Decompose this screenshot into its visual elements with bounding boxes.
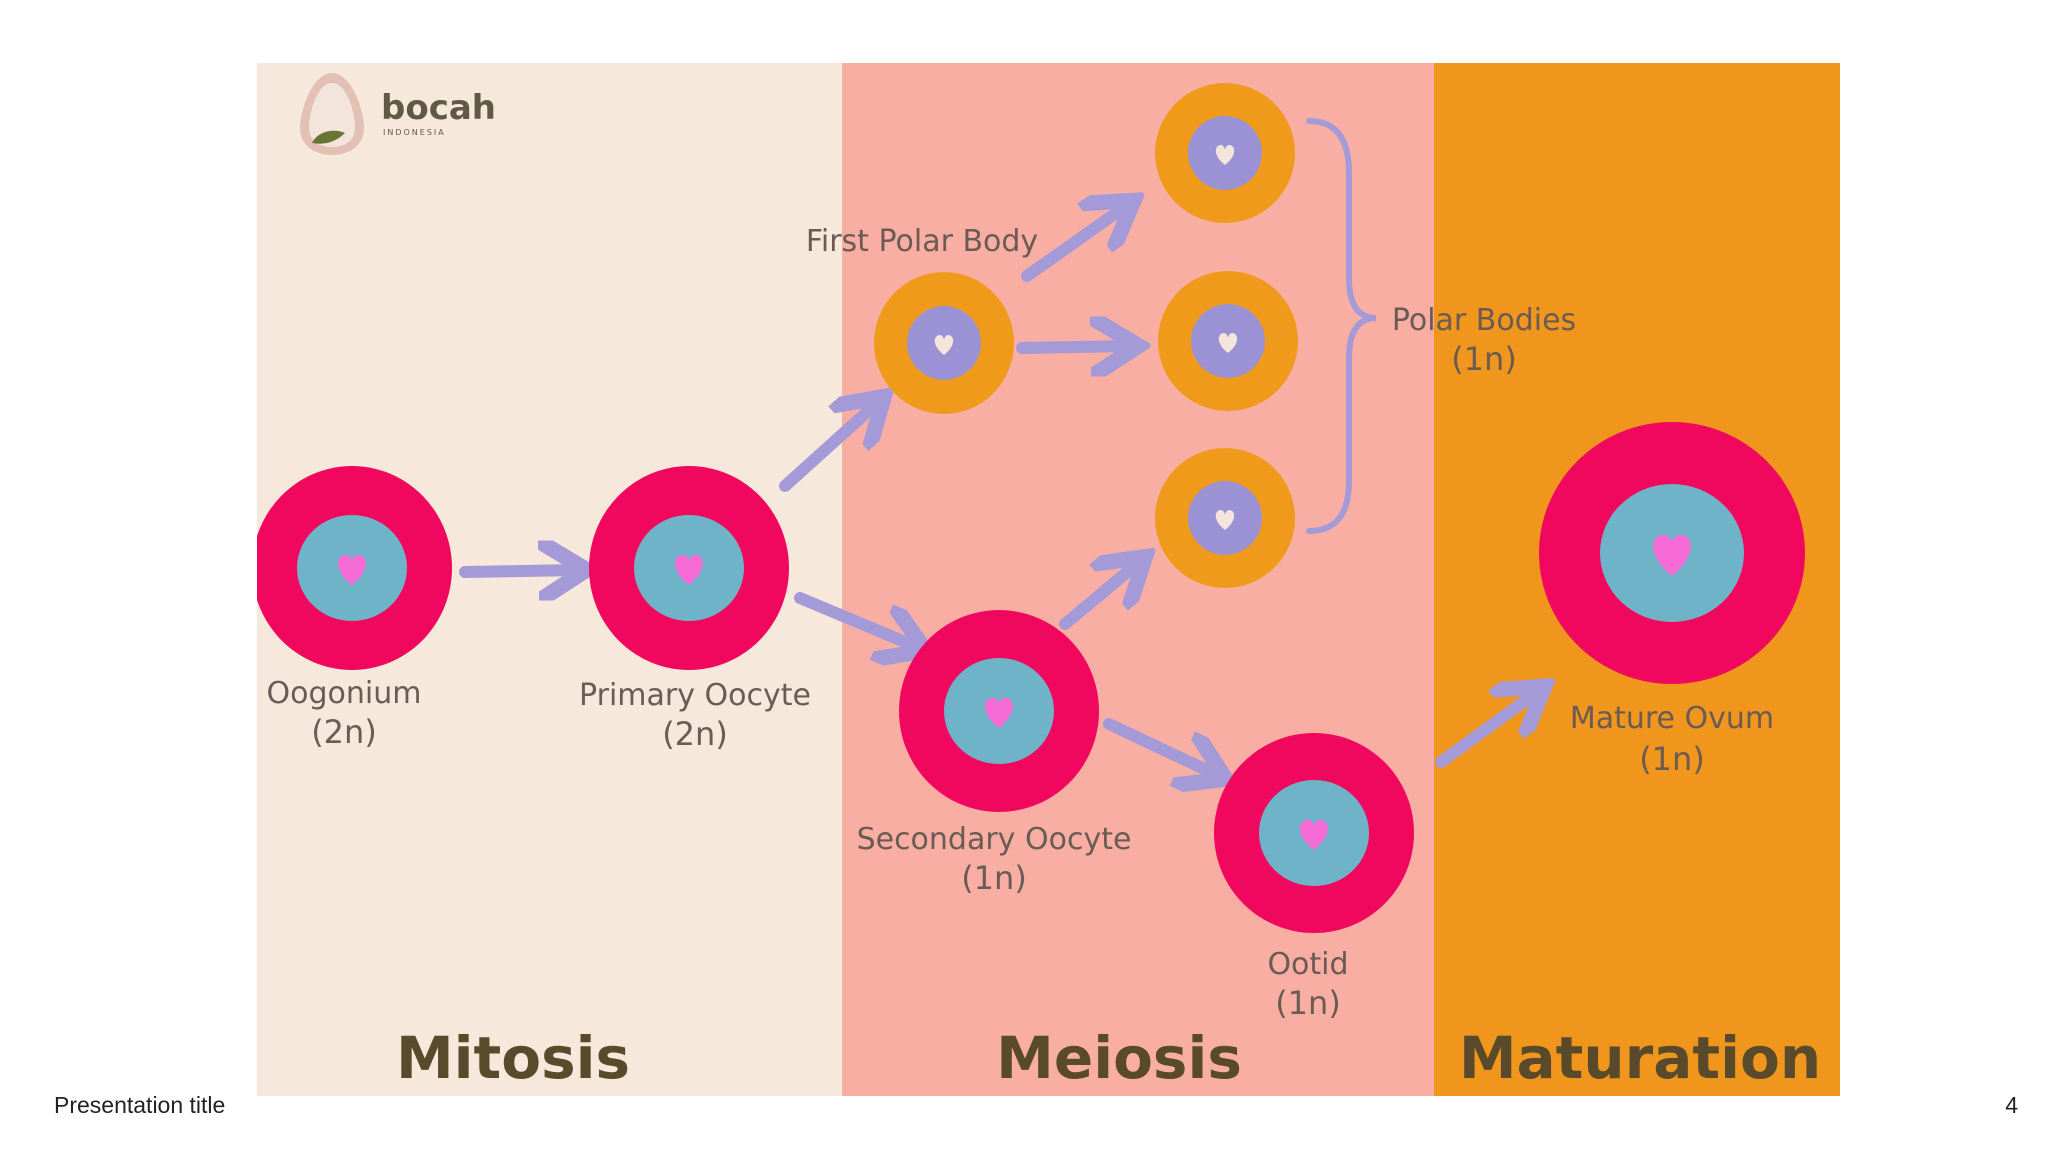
bocah-logo: bocah INDONESIA xyxy=(300,73,496,155)
footer-presentation-title: Presentation title xyxy=(54,1092,226,1118)
arrow-primary-to-first-polar xyxy=(779,403,877,492)
cell-mature-ovum xyxy=(1539,422,1805,684)
label-first-polar-body: First Polar Body xyxy=(806,224,1038,259)
arrow-secondary-to-bottom-polar xyxy=(1059,563,1138,630)
arrow-oogonium-to-primary xyxy=(459,570,577,572)
label-secondary-oocyte: Secondary Oocyte xyxy=(857,822,1132,857)
label-ootid: Ootid xyxy=(1267,947,1348,982)
section-title-maturation: Maturation xyxy=(1459,1024,1821,1092)
polar-bodies-bracket xyxy=(1306,118,1377,534)
cell-primary-oocyte xyxy=(589,466,789,670)
polar-body-middle xyxy=(1158,271,1298,411)
section-meiosis-bg xyxy=(842,63,1434,1096)
section-title-mitosis: Mitosis xyxy=(396,1024,630,1092)
arrow-first-polar-to-top xyxy=(1021,206,1126,282)
label-polar-bodies-ploidy: (1n) xyxy=(1451,340,1517,378)
cell-secondary-oocyte xyxy=(899,610,1099,812)
label-oogonium: Oogonium xyxy=(267,676,422,711)
arrow-primary-to-secondary xyxy=(794,592,917,647)
footer-page-number: 4 xyxy=(2005,1092,2018,1118)
section-title-meiosis: Meiosis xyxy=(996,1024,1242,1092)
logo-subtitle: INDONESIA xyxy=(383,128,446,137)
label-primary-oocyte: Primary Oocyte xyxy=(579,678,811,713)
label-secondary-oocyte-ploidy: (1n) xyxy=(961,859,1027,897)
label-ootid-ploidy: (1n) xyxy=(1275,984,1341,1022)
logo-name: bocah xyxy=(381,88,496,128)
arrows xyxy=(459,206,1537,775)
arrow-secondary-to-ootid xyxy=(1103,718,1217,775)
cell-ootid xyxy=(1214,733,1414,933)
oogenesis-diagram: bocah INDONESIA xyxy=(257,63,1840,1096)
arrow-first-polar-to-middle xyxy=(1016,346,1129,348)
label-mature-ovum-ploidy: (1n) xyxy=(1639,740,1705,778)
arrow-ootid-to-ovum xyxy=(1435,692,1537,768)
polar-body-first xyxy=(874,272,1014,414)
label-oogonium-ploidy: (2n) xyxy=(311,713,377,751)
polar-body-top xyxy=(1155,83,1295,223)
cell-oogonium xyxy=(257,466,452,670)
label-mature-ovum: Mature Ovum xyxy=(1570,701,1774,736)
label-polar-bodies: Polar Bodies xyxy=(1392,303,1576,338)
label-primary-oocyte-ploidy: (2n) xyxy=(662,715,728,753)
polar-body-bottom xyxy=(1155,448,1295,588)
